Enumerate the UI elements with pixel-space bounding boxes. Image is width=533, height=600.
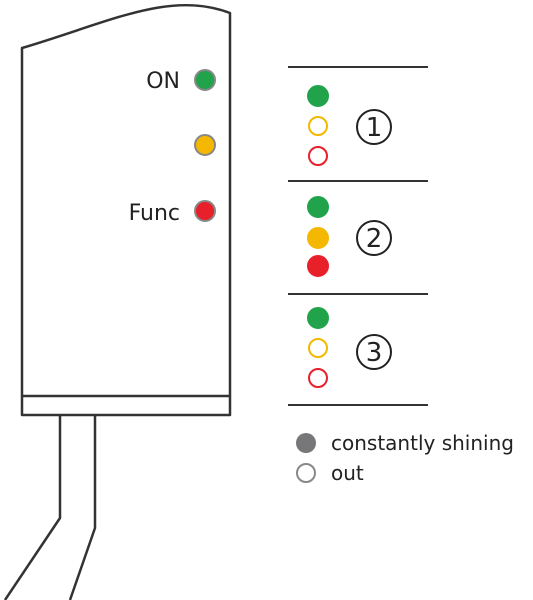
led-label-func: Func <box>129 201 180 226</box>
led-label-on: ON <box>146 69 180 94</box>
sensor-cable <box>3 415 62 600</box>
mode-1-led-yellow <box>308 116 328 136</box>
device-led-red <box>194 200 216 222</box>
mode-3-led-yellow <box>308 338 328 358</box>
mode-3-led-red <box>308 368 328 388</box>
mode-2-led-green <box>307 196 329 218</box>
legend: constantly shining out <box>296 431 514 485</box>
sensor-housing <box>20 3 232 417</box>
mode-3: 3 <box>307 307 392 388</box>
mode-2-number: 2 <box>366 224 383 254</box>
device-led-green <box>194 69 216 91</box>
device-led-yellow <box>194 134 216 156</box>
mode-1-led-green <box>307 85 329 107</box>
legend-constant-label: constantly shining <box>331 431 514 455</box>
mode-2-led-red <box>307 255 329 277</box>
mode-1-led-red <box>308 146 328 166</box>
legend-out-label: out <box>331 461 364 485</box>
mode-2-led-yellow <box>307 227 329 249</box>
mode-2: 2 <box>307 196 392 277</box>
sensor-cable-edge <box>68 415 97 600</box>
mode-2-number-circle <box>356 220 392 256</box>
mode-3-number: 3 <box>366 338 383 368</box>
mode-3-number-circle <box>356 334 392 370</box>
mode-1: 1 <box>307 85 392 166</box>
mode-1-number-circle <box>356 109 392 145</box>
legend-out-swatch <box>296 463 316 483</box>
mode-3-led-green <box>307 307 329 329</box>
legend-constant-swatch <box>296 433 316 453</box>
mode-1-number: 1 <box>366 113 383 143</box>
